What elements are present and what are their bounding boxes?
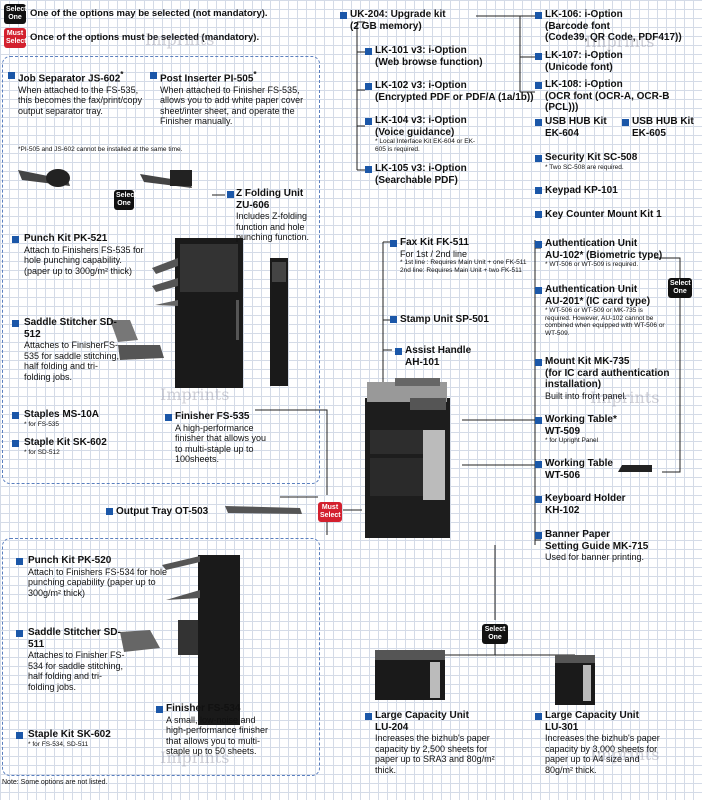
bullet — [16, 630, 23, 637]
security-kit-sc508: Security Kit SC-508 * Two SC-508 are req… — [545, 152, 638, 171]
bullet — [16, 732, 23, 739]
lk102: LK-102 v3: i-Option (Encrypted PDF or PD… — [375, 80, 534, 103]
bullet — [390, 240, 397, 247]
output-tray-ot503: Output Tray OT-503 — [116, 506, 209, 517]
pi-js-footnote: *PI-505 and JS-602 cannot be installed a… — [18, 146, 183, 153]
bullet — [12, 320, 19, 327]
bullet — [340, 12, 347, 19]
lk108: LK-108: i-Option (OCR font (OCR-A, OCR-B… — [545, 79, 670, 113]
must-select-tag: Must Select — [4, 28, 27, 48]
bullet — [12, 236, 19, 243]
staples-ms10a: Staples MS-10A * for FS-535 — [24, 409, 100, 428]
punch-kit-pk520: Punch Kit PK-520 Attach to Finishers FS-… — [28, 555, 168, 598]
select-one-tag: Select One — [482, 624, 508, 644]
select-one-tag: Select One — [4, 4, 27, 24]
mount-kit-mk735: Mount Kit MK-735 (for IC card authentica… — [545, 356, 670, 401]
bullet — [365, 118, 372, 125]
bullet — [535, 241, 542, 248]
watermark: Imprints — [590, 388, 660, 407]
bullet — [535, 713, 542, 720]
fs534-options-group — [2, 538, 320, 776]
z-folding-unit: Z Folding Unit ZU-606 Includes Z-folding… — [236, 188, 310, 242]
lk107: LK-107: i-Option (Unicode font) — [545, 50, 623, 73]
select-one-legend: One of the options may be selected (not … — [30, 8, 268, 19]
usb-hub-ek605: USB HUB Kit EK-605 — [632, 116, 694, 139]
bullet — [535, 119, 542, 126]
saddle-stitcher-sd511: Saddle Stitcher SD-511 Attaches to Finis… — [28, 627, 125, 692]
finisher-fs534: Finisher FS-534 A small, low-noise and h… — [166, 703, 269, 756]
bullet — [165, 414, 172, 421]
working-table-wt506: Working Table WT-506 — [545, 458, 613, 481]
watermark: Imprints — [160, 385, 230, 404]
punch-kit-pk521: Punch Kit PK-521 Attach to Finishers FS-… — [24, 233, 144, 276]
must-select-tag: Must Select — [318, 502, 342, 522]
lk105: LK-105 v3: i-Option (Searchable PDF) — [375, 163, 467, 186]
bullet — [535, 211, 542, 218]
large-capacity-lu301: Large Capacity Unit LU-301 Increases the… — [545, 710, 660, 775]
bullet — [535, 496, 542, 503]
auth-unit-au102: Authentication Unit AU-102* (Biometric t… — [545, 238, 663, 268]
bullet — [535, 82, 542, 89]
bullet — [365, 48, 372, 55]
bottom-note: Note: Some options are not listed. — [2, 779, 108, 786]
bullet — [12, 412, 19, 419]
working-table-wt509: Working Table* WT-509 * for Upright Pane… — [545, 414, 617, 444]
lk104: LK-104 v3: i-Option (Voice guidance) * L… — [375, 115, 476, 153]
select-one-tag: Select One — [668, 278, 692, 298]
staple-kit-sk602-bottom: Staple Kit SK-602 * for FS-534, SD-511 — [28, 729, 111, 748]
bullet — [535, 53, 542, 60]
bullet — [150, 72, 157, 79]
lk106: LK-106: i-Option (Barcode font (Code39, … — [545, 9, 682, 43]
bullet — [365, 83, 372, 90]
banner-paper-mk715: Banner Paper Setting Guide MK-715 Used f… — [545, 529, 649, 562]
bullet — [16, 558, 23, 565]
keypad-kp101: Keypad KP-101 — [545, 185, 618, 196]
stamp-unit-sp501: Stamp Unit SP-501 — [400, 314, 489, 325]
watermark: Imprints — [590, 745, 660, 764]
must-select-legend: Once of the options must be selected (ma… — [30, 32, 260, 43]
bullet — [535, 461, 542, 468]
lk101: LK-101 v3: i-Option (Web browse function… — [375, 45, 483, 68]
watermark: Imprints — [145, 30, 215, 49]
bullet — [535, 12, 542, 19]
uk204-upgrade-kit: UK-204: Upgrade kit (2 GB memory) — [350, 9, 446, 32]
auth-unit-au201: Authentication Unit AU-201* (IC card typ… — [545, 284, 665, 337]
bullet — [106, 508, 113, 515]
bullet — [535, 359, 542, 366]
bullet — [365, 713, 372, 720]
post-inserter: Post Inserter PI-505* When attached to F… — [160, 69, 304, 127]
saddle-stitcher-sd512: Saddle Stitcher SD-512 Attaches to Finis… — [24, 317, 120, 382]
bullet — [390, 316, 397, 323]
large-capacity-lu204: Large Capacity Unit LU-204 Increases the… — [375, 710, 495, 775]
watermark: Imprints — [585, 32, 655, 51]
bullet — [535, 532, 542, 539]
bullet — [622, 119, 629, 126]
bullet — [535, 187, 542, 194]
watermark: Imprints — [160, 748, 230, 767]
bullet — [535, 155, 542, 162]
fax-kit-fk511: Fax Kit FK-511 For 1st / 2nd line * 1st … — [400, 237, 527, 274]
bullet — [8, 72, 15, 79]
bullet — [395, 348, 402, 355]
bullet — [365, 166, 372, 173]
select-one-tag: Select One — [114, 190, 137, 210]
assist-handle-ah101: Assist Handle AH-101 — [405, 345, 472, 368]
bullet — [535, 417, 542, 424]
bullet — [535, 287, 542, 294]
bullet — [156, 706, 163, 713]
staple-kit-sk602: Staple Kit SK-602 * for SD-512 — [24, 437, 107, 456]
fs535-options-group — [2, 56, 320, 484]
keyboard-holder-kh102: Keyboard Holder KH-102 — [545, 493, 626, 516]
key-counter-mount-kit: Key Counter Mount Kit 1 — [545, 209, 662, 220]
job-separator: Job Separator JS-602* When attached to t… — [18, 69, 143, 116]
finisher-fs535: Finisher FS-535 A high-performance finis… — [175, 411, 267, 464]
bullet — [12, 440, 19, 447]
usb-hub-ek604: USB HUB Kit EK-604 — [545, 116, 607, 139]
bullet — [227, 191, 234, 198]
